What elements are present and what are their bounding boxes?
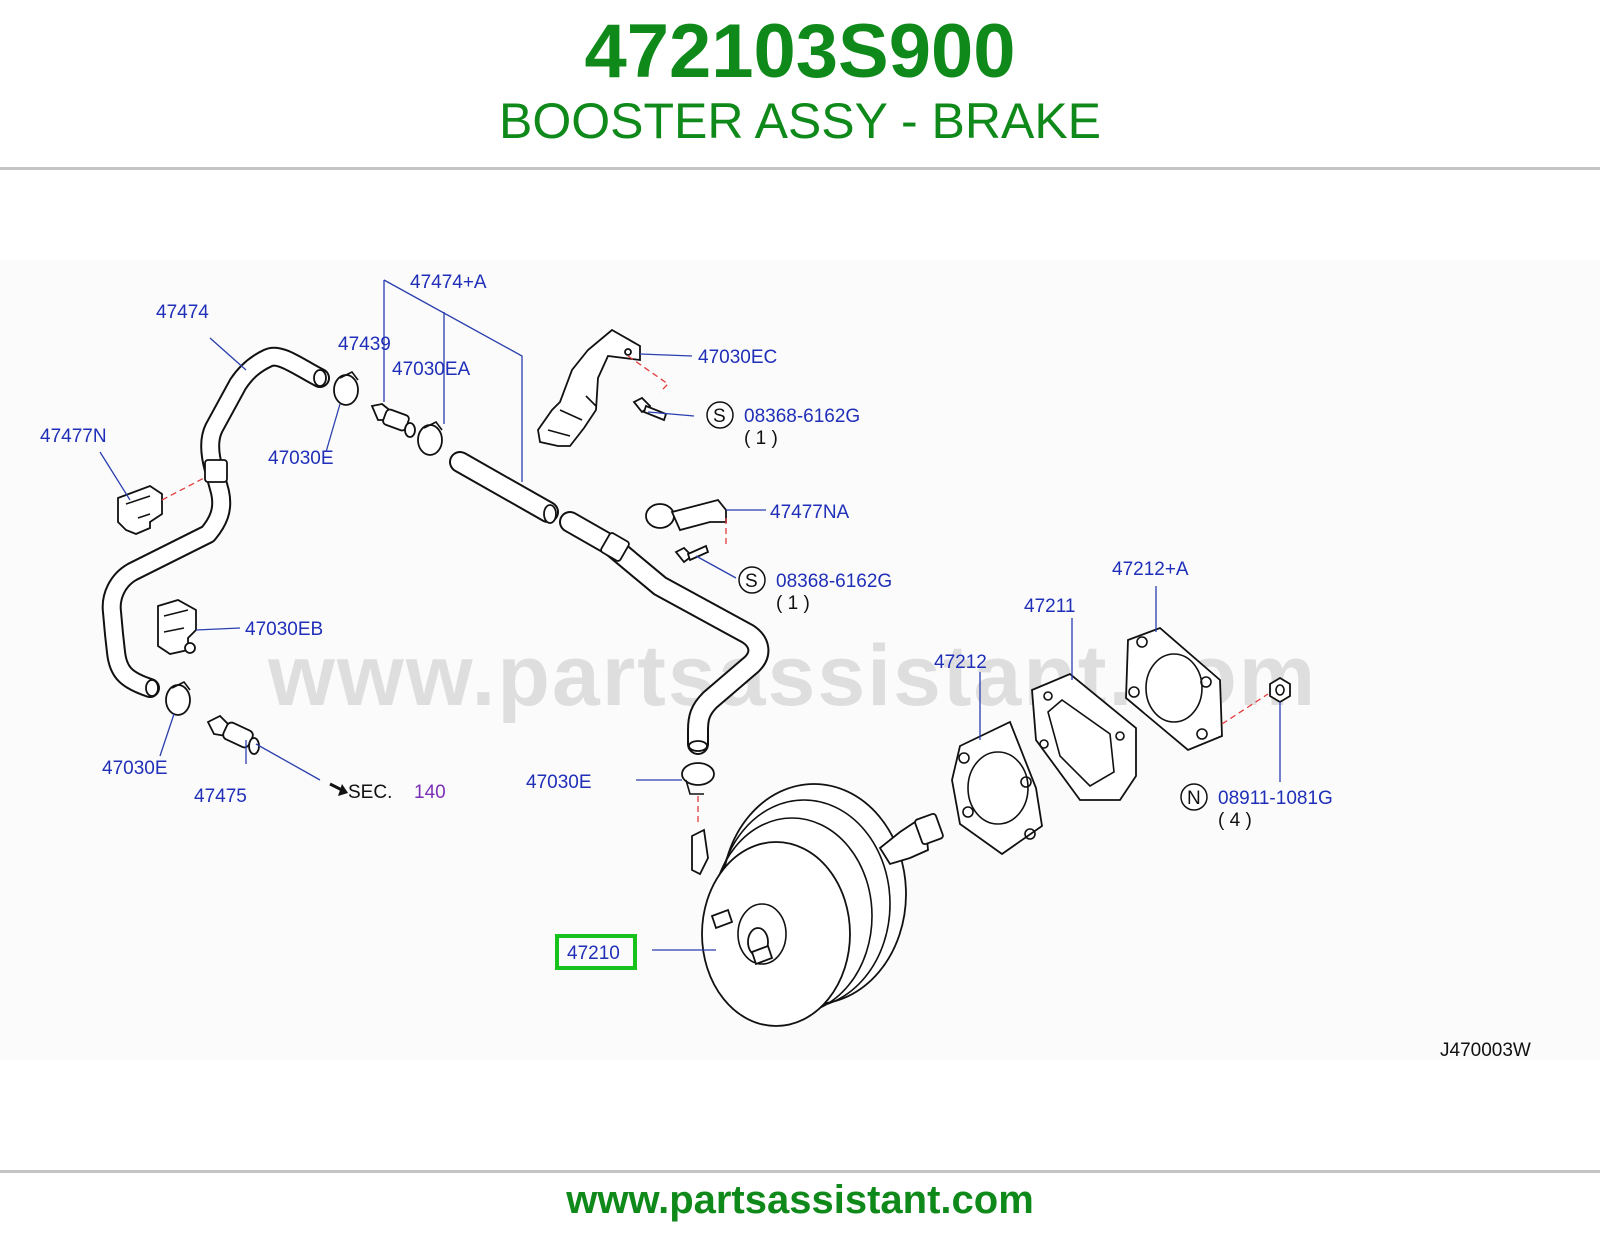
header-divider [0, 167, 1600, 170]
footer-url[interactable]: www.partsassistant.com [566, 1178, 1034, 1222]
label-47030eb: 47030EB [245, 619, 323, 640]
label-47210[interactable]: 47210 [567, 943, 620, 964]
label-47030e-left: 47030E [102, 758, 168, 779]
label-sec: SEC. [348, 782, 392, 803]
nut-08911-1081g[interactable] [1269, 676, 1291, 704]
bracket-47030ec[interactable] [537, 328, 641, 447]
s-marker-2-text: S [745, 571, 758, 592]
highlight-box-47210[interactable] [555, 934, 637, 970]
s-marker-2 [738, 566, 766, 594]
label-47474: 47474 [156, 302, 209, 323]
parts-diagram: www.partsassistant.com [0, 260, 1600, 1061]
label-47211: 47211 [1024, 596, 1075, 617]
label-47475: 47475 [194, 786, 247, 807]
hose-segment-47474a[interactable] [449, 451, 559, 524]
spacer-47211[interactable] [1031, 672, 1137, 801]
s-marker-1-text: S [713, 406, 726, 427]
label-47212a: 47212+A [1112, 559, 1189, 580]
label-47477na: 47477NA [770, 502, 850, 523]
clip-47030eb[interactable] [157, 599, 197, 655]
clamp-47030ea[interactable] [417, 420, 443, 456]
label-sec-number: 140 [414, 782, 446, 803]
footer-divider [0, 1170, 1600, 1173]
label-47474a: 47474+A [410, 272, 487, 293]
vacuum-hose-47474[interactable] [101, 346, 330, 698]
dash-nut [1221, 693, 1269, 725]
header: 472103S900 BOOSTER ASSY - BRAKE [0, 0, 1600, 170]
vacuum-hose-booster[interactable] [559, 511, 770, 755]
label-47439: 47439 [338, 334, 391, 355]
part-number: 472103S900 [584, 9, 1016, 94]
label-47212: 47212 [934, 652, 987, 673]
bolt-08368-6162g-lower[interactable] [674, 544, 710, 564]
n-marker-text: N [1187, 788, 1201, 809]
label-47030ec: 47030EC [698, 347, 777, 368]
sec-arrow-head [338, 784, 348, 796]
label-bolt-upper: 08368-6162G [744, 406, 860, 427]
clamp-47030e-mid[interactable] [681, 762, 715, 795]
gasket-47212[interactable] [951, 720, 1043, 856]
label-bolt-lower-qty: ( 1 ) [776, 593, 810, 614]
label-47030e-mid: 47030E [526, 772, 592, 793]
label-47030ea: 47030EA [392, 359, 471, 380]
gasket-47212a[interactable] [1125, 626, 1223, 752]
s-marker-1 [706, 401, 734, 429]
clamp-47030e-top[interactable] [333, 370, 359, 406]
label-bolt-upper-qty: ( 1 ) [744, 428, 778, 449]
clamp-47030e-left[interactable] [165, 680, 191, 716]
label-nut: 08911-1081G [1218, 788, 1333, 809]
leader-lines [99, 279, 1281, 951]
connector-47439[interactable] [370, 403, 416, 438]
dash-47477n [161, 477, 205, 501]
drawing-code: J470003W [1440, 1040, 1531, 1061]
label-nut-qty: ( 4 ) [1218, 810, 1252, 831]
part-title: BOOSTER ASSY - BRAKE [498, 93, 1102, 149]
brake-booster-47210[interactable] [691, 783, 944, 1027]
label-47477n: 47477N [40, 426, 107, 447]
label-47030e-top: 47030E [268, 448, 334, 469]
n-marker [1180, 783, 1208, 811]
label-bolt-lower: 08368-6162G [776, 571, 892, 592]
